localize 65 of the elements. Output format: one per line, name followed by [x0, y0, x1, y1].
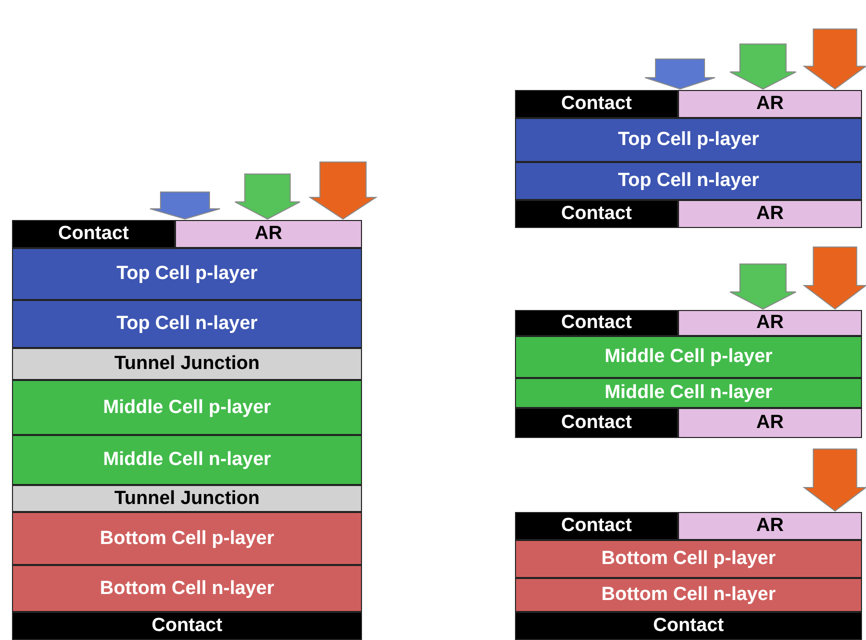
layer-box: [515, 512, 678, 540]
layer-label: AR: [756, 412, 784, 434]
layer-label: Contact: [561, 312, 632, 334]
layer-label: Middle Cell n-layer: [604, 382, 772, 404]
arrow: [730, 264, 796, 310]
layer-label: AR: [254, 223, 282, 245]
layer-label: Contact: [561, 515, 632, 537]
layer-box: [12, 220, 175, 248]
layer-label: Contact: [561, 203, 632, 225]
layer-box: [515, 118, 862, 162]
layer-box: [515, 378, 862, 408]
layer-box: [12, 380, 362, 435]
arrow: [234, 174, 300, 220]
layer-label: Contact: [653, 615, 724, 637]
layer-box: [12, 612, 362, 640]
arrow: [802, 246, 866, 310]
layer-box: [12, 248, 362, 300]
layer-box: [515, 612, 862, 640]
arrow: [802, 448, 866, 512]
layer-box: [678, 408, 862, 438]
layer-label: Top Cell p-layer: [116, 263, 258, 285]
layer-box: [515, 310, 678, 336]
layer-box: [12, 348, 362, 380]
layer-box: [12, 435, 362, 485]
layer-label: Top Cell n-layer: [116, 313, 258, 335]
layer-box: [678, 512, 862, 540]
layer-box: [515, 336, 862, 378]
layer-label: Bottom Cell p-layer: [100, 528, 274, 550]
arrow: [802, 28, 866, 90]
layer-box: [515, 200, 678, 228]
arrow: [730, 44, 796, 90]
layer-box: [678, 310, 862, 336]
layer-box: [515, 90, 678, 118]
layer-box: [12, 485, 362, 512]
layer-label: AR: [756, 93, 784, 115]
layer-box: [678, 200, 862, 228]
layer-label: Top Cell p-layer: [618, 129, 760, 151]
layer-box: [12, 565, 362, 612]
layer-label: Bottom Cell p-layer: [601, 548, 776, 570]
layer-label: Top Cell n-layer: [618, 170, 760, 192]
layer-label: Bottom Cell n-layer: [601, 584, 776, 606]
layer-box: [515, 162, 862, 200]
layer-box: [515, 578, 862, 612]
layer-label: Tunnel Junction: [114, 353, 260, 375]
layer-box: [175, 220, 362, 248]
layer-label: Bottom Cell n-layer: [100, 578, 274, 600]
layer-box: [678, 90, 862, 118]
arrow: [150, 192, 220, 220]
layer-label: Middle Cell p-layer: [103, 396, 271, 418]
layer-label: Middle Cell p-layer: [604, 346, 772, 368]
layer-label: Contact: [561, 93, 632, 115]
layer-box: [12, 300, 362, 348]
layer-label: Contact: [58, 223, 129, 245]
layer-label: Contact: [561, 412, 632, 434]
layer-label: Tunnel Junction: [114, 488, 260, 510]
arrow: [308, 162, 378, 220]
layer-label: AR: [756, 312, 784, 334]
arrow: [644, 58, 716, 90]
layer-box: [515, 408, 678, 438]
layer-label: Contact: [152, 615, 222, 637]
layer-label: Middle Cell n-layer: [103, 449, 271, 471]
layer-label: AR: [756, 515, 784, 537]
layer-box: [12, 512, 362, 565]
layer-label: AR: [756, 203, 784, 225]
layer-box: [515, 540, 862, 578]
